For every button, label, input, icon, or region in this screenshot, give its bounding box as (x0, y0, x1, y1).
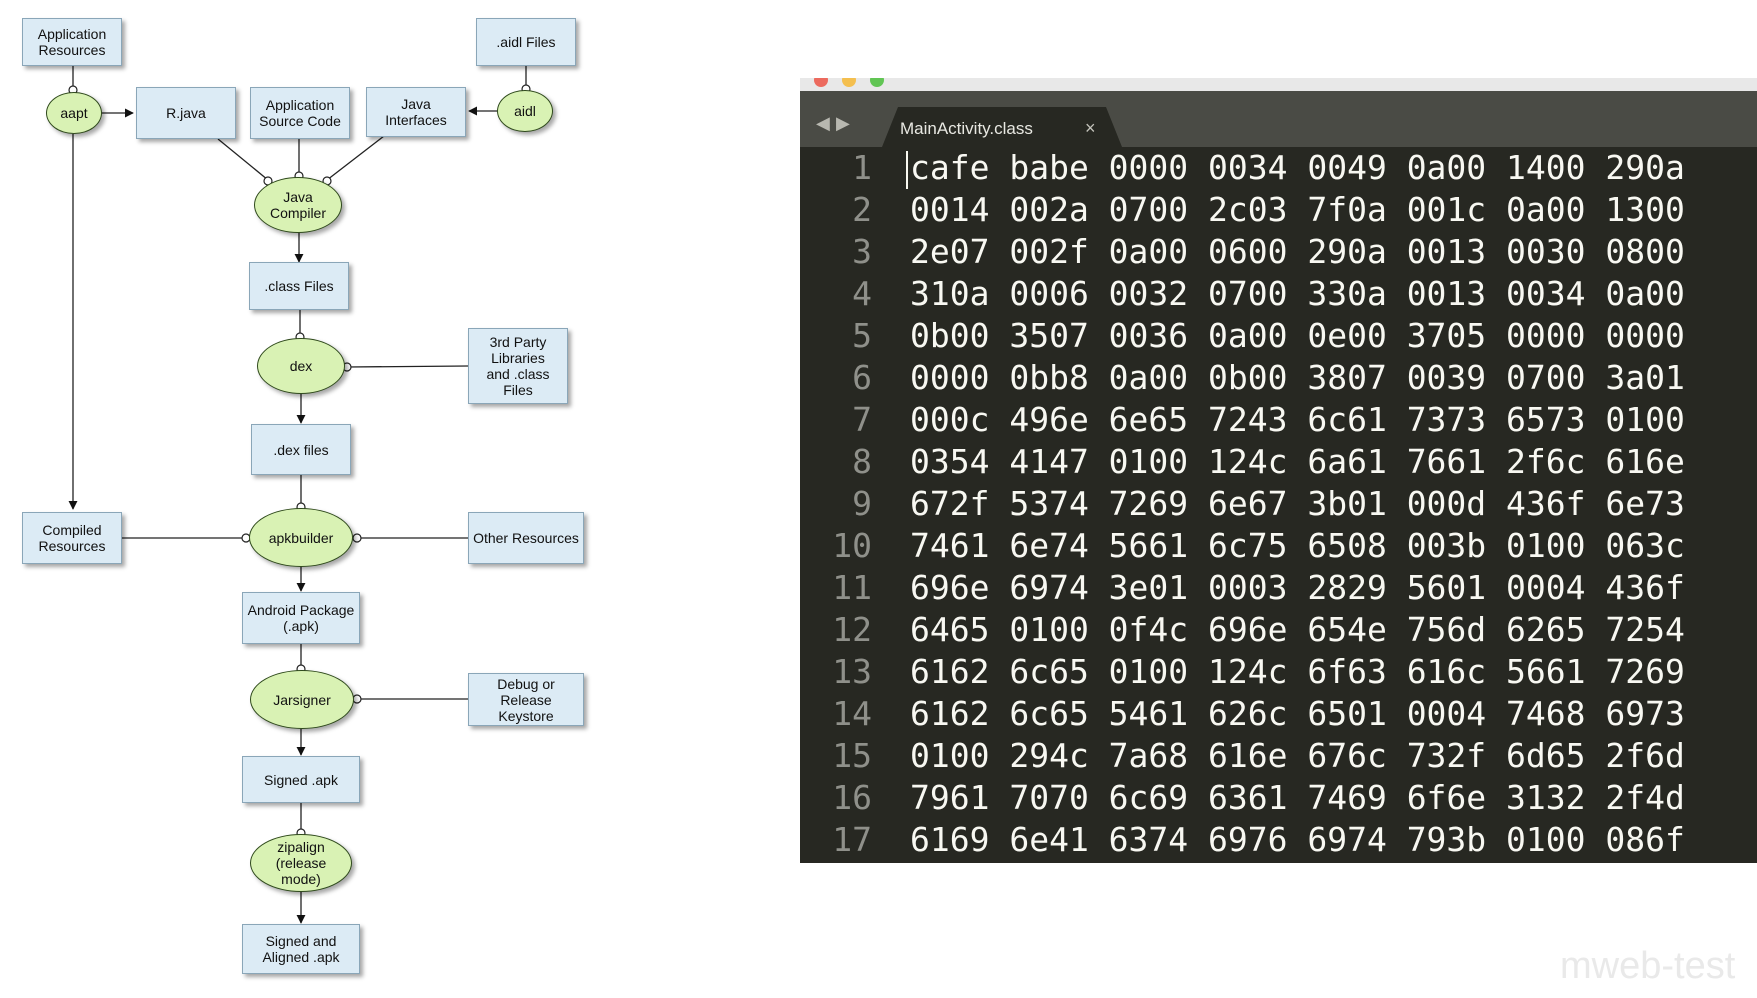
line-text[interactable]: 0b00 3507 0036 0a00 0e00 3705 0000 0000 (910, 316, 1685, 355)
code-line[interactable]: 7 000c 496e 6e65 7243 6c61 7373 6573 0100 (800, 399, 1757, 441)
connector-thirdparty-dex (346, 365, 469, 368)
zoom-window-button[interactable] (870, 78, 884, 87)
line-number: 12 (832, 610, 872, 649)
line-text[interactable]: 0000 0bb8 0a00 0b00 3807 0039 0700 3a01 (910, 358, 1685, 397)
line-text[interactable]: 7961 7070 6c69 6361 7469 6f6e 3132 2f4d (910, 778, 1685, 817)
node-dex: dex (257, 338, 345, 394)
watermark-text: mweb-test (1560, 945, 1736, 987)
line-number: 15 (832, 736, 872, 775)
node-aidl-files: .aidl Files (476, 18, 576, 66)
code-line[interactable]: 11 696e 6974 3e01 0003 2829 5601 0004 436… (800, 567, 1757, 609)
node-third-party-libraries: 3rd Party Libraries and .class Files (468, 328, 568, 404)
line-text[interactable]: 0100 294c 7a68 616e 676c 732f 6d65 2f6d (910, 736, 1685, 775)
line-text[interactable]: 000c 496e 6e65 7243 6c61 7373 6573 0100 (910, 400, 1685, 439)
line-number: 6 (852, 358, 872, 397)
line-text[interactable]: 7461 6e74 5661 6c75 6508 003b 0100 063c (910, 526, 1685, 565)
node-other-resources: Other Resources (468, 512, 584, 564)
line-text[interactable]: 6169 6e41 6374 6976 6974 793b 0100 086f (910, 820, 1685, 859)
apk-build-flow-diagram: Application Resources .aidl Files aapt R… (0, 0, 600, 998)
line-number: 11 (832, 568, 872, 607)
line-number: 10 (832, 526, 872, 565)
code-line[interactable]: 17 6169 6e41 6374 6976 6974 793b 0100 086… (800, 819, 1757, 861)
code-editor-window: ◀ ▶ MainActivity.class × 1 cafe babe 0000… (800, 78, 1757, 863)
code-line[interactable]: 2 0014 002a 0700 2c03 7f0a 001c 0a00 1300 (800, 189, 1757, 231)
minimize-window-button[interactable] (842, 78, 856, 87)
connector-rjava-compiler (217, 138, 269, 181)
nav-back-icon[interactable]: ◀ (816, 113, 830, 133)
tab-label[interactable]: MainActivity.class (900, 119, 1033, 138)
node-signed-apk: Signed .apk (242, 756, 360, 803)
node-aidl: aidl (497, 90, 553, 132)
code-line[interactable]: 16 7961 7070 6c69 6361 7469 6f6e 3132 2f4… (800, 777, 1757, 819)
code-line[interactable]: 5 0b00 3507 0036 0a00 0e00 3705 0000 0000 (800, 315, 1757, 357)
node-application-resources: Application Resources (22, 18, 122, 66)
line-number: 17 (832, 820, 872, 859)
text-cursor (906, 151, 908, 189)
line-number: 8 (852, 442, 872, 481)
line-number: 4 (852, 274, 872, 313)
line-number: 5 (852, 316, 872, 355)
tab-close-icon[interactable]: × (1085, 118, 1096, 138)
code-line[interactable]: 13 6162 6c65 0100 124c 6f63 616c 5661 726… (800, 651, 1757, 693)
line-number: 7 (852, 400, 872, 439)
line-number: 16 (832, 778, 872, 817)
node-android-package: Android Package (.apk) (242, 592, 360, 644)
node-aapt: aapt (46, 92, 102, 134)
code-line[interactable]: 15 0100 294c 7a68 616e 676c 732f 6d65 2f6… (800, 735, 1757, 777)
line-text[interactable]: 2e07 002f 0a00 0600 290a 0013 0030 0800 (910, 232, 1685, 271)
code-line[interactable]: 10 7461 6e74 5661 6c75 6508 003b 0100 063… (800, 525, 1757, 567)
code-line[interactable]: 4 310a 0006 0032 0700 330a 0013 0034 0a00 (800, 273, 1757, 315)
node-keystore: Debug or Release Keystore (468, 673, 584, 726)
code-line[interactable]: 6 0000 0bb8 0a00 0b00 3807 0039 0700 3a01 (800, 357, 1757, 399)
node-application-source-code: Application Source Code (250, 87, 350, 139)
code-area[interactable]: 1 cafe babe 0000 0034 0049 0a00 1400 290a… (800, 147, 1757, 861)
node-java-interfaces: Java Interfaces (366, 87, 466, 137)
line-number: 9 (852, 484, 872, 523)
node-signed-aligned-apk: Signed and Aligned .apk (242, 924, 360, 974)
code-line[interactable]: 14 6162 6c65 5461 626c 6501 0004 7468 697… (800, 693, 1757, 735)
tab-mainactivity-class[interactable] (882, 107, 1122, 147)
line-text[interactable]: cafe babe 0000 0034 0049 0a00 1400 290a (910, 148, 1685, 187)
line-number: 3 (852, 232, 872, 271)
line-text[interactable]: 6162 6c65 5461 626c 6501 0004 7468 6973 (910, 694, 1685, 733)
code-line[interactable]: 8 0354 4147 0100 124c 6a61 7661 2f6c 616e (800, 441, 1757, 483)
node-java-compiler: Java Compiler (254, 177, 342, 233)
diagram-connectors (68, 66, 531, 924)
node-class-files: .class Files (249, 262, 349, 310)
window-titlebar (800, 78, 1757, 91)
node-compiled-resources: Compiled Resources (22, 512, 122, 564)
line-number: 13 (832, 652, 872, 691)
line-text[interactable]: 6162 6c65 0100 124c 6f63 616c 5661 7269 (910, 652, 1685, 691)
node-rjava: R.java (136, 87, 236, 139)
line-text[interactable]: 672f 5374 7269 6e67 3b01 000d 436f 6e73 (910, 484, 1685, 523)
code-line[interactable]: 3 2e07 002f 0a00 0600 290a 0013 0030 0800 (800, 231, 1757, 273)
line-text[interactable]: 310a 0006 0032 0700 330a 0013 0034 0a00 (910, 274, 1685, 313)
port-apkbuilder-right (352, 533, 362, 543)
connector-interfaces-compiler (326, 135, 385, 181)
code-line[interactable]: 1 cafe babe 0000 0034 0049 0a00 1400 290a (800, 147, 1757, 189)
node-dex-files: .dex files (251, 424, 351, 475)
line-number: 1 (852, 148, 872, 187)
code-line[interactable]: 12 6465 0100 0f4c 696e 654e 756d 6265 725… (800, 609, 1757, 651)
line-text[interactable]: 0014 002a 0700 2c03 7f0a 001c 0a00 1300 (910, 190, 1685, 229)
tab-bar: ◀ ▶ MainActivity.class × (800, 91, 1757, 147)
nav-forward-icon[interactable]: ▶ (836, 113, 850, 133)
node-apkbuilder: apkbuilder (249, 508, 353, 567)
line-text[interactable]: 6465 0100 0f4c 696e 654e 756d 6265 7254 (910, 610, 1685, 649)
close-window-button[interactable] (814, 78, 828, 87)
port-jarsigner-right (352, 694, 362, 704)
line-number: 14 (832, 694, 872, 733)
node-jarsigner: Jarsigner (250, 670, 354, 729)
line-text[interactable]: 0354 4147 0100 124c 6a61 7661 2f6c 616e (910, 442, 1685, 481)
line-number: 2 (852, 190, 872, 229)
code-line[interactable]: 9 672f 5374 7269 6e67 3b01 000d 436f 6e73 (800, 483, 1757, 525)
node-zipalign: zipalign (release mode) (250, 834, 352, 892)
line-text[interactable]: 696e 6974 3e01 0003 2829 5601 0004 436f (910, 568, 1685, 607)
